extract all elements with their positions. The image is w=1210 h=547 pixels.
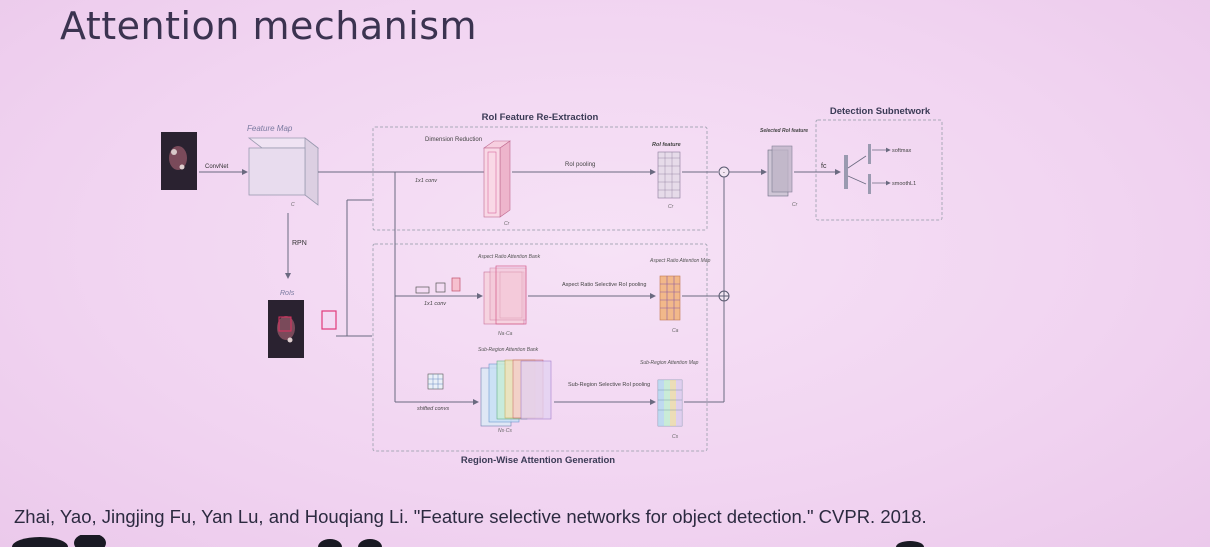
aspect-kernel-icons: [415, 277, 461, 294]
shifted-conv-label: shifted convs: [417, 406, 449, 412]
aspect-selective-label: Aspect Ratio Selective RoI pooling: [562, 282, 646, 288]
roi-pooling-label: RoI pooling: [565, 162, 595, 168]
subregion-map-label: Sub-Region Attention Map: [640, 360, 699, 366]
rois-label: RoIs: [280, 290, 295, 297]
roi-feature-label: RoI feature: [652, 142, 681, 148]
dim-reduction-block: [483, 140, 511, 218]
subregion-bank-block: [480, 359, 552, 427]
feature-map-label: Feature Map: [247, 124, 293, 133]
conv1x1-top-label: 1x1 conv: [415, 178, 438, 184]
shifted-conv-icon: [427, 373, 444, 390]
roi-box-icon: [321, 310, 337, 330]
fc-label: fc: [821, 163, 827, 170]
subregion-cs-label: Cs: [672, 434, 679, 440]
aspect-map-label: Aspect Ratio Attention Map: [649, 258, 711, 264]
aspect-ca-label: Ca: [672, 328, 679, 334]
detection-subnetwork-box: [815, 119, 943, 221]
roi-re-extraction-box: [372, 126, 708, 231]
softmax-label: softmax: [892, 148, 912, 154]
detection-title: Detection Subnetwork: [830, 106, 931, 117]
roi-feature-c-label: Cr: [668, 204, 674, 210]
aspect-bank-label: Aspect Ratio Attention Bank: [477, 254, 541, 260]
subregion-nscs-label: Ns·Cs: [498, 428, 512, 434]
convnet-label: ConvNet: [205, 164, 229, 170]
rpn-label: RPN: [292, 240, 307, 247]
selected-c-label: Cr: [792, 202, 798, 208]
input-image: [161, 132, 197, 190]
selected-roi-feature-block: [767, 145, 793, 197]
top-section-title: RoI Feature Re-Extraction: [482, 112, 599, 123]
detection-fc-blocks: [844, 144, 871, 194]
feature-map-c-label: C: [291, 202, 295, 208]
subregion-bank-label: Sub-Region Attention Bank: [478, 347, 539, 353]
subregion-map-block: [657, 379, 683, 427]
slide-title: Attention mechanism: [60, 4, 478, 48]
aspect-map-block: [659, 275, 681, 321]
attention-generation-box: [372, 243, 708, 452]
audience-silhouettes: [12, 535, 924, 547]
feature-map-cube: [247, 137, 320, 206]
aspect-conv-label: 1x1 conv: [424, 301, 447, 307]
dim-c-label: Cr: [504, 221, 510, 227]
citation-text: Zhai, Yao, Jingjing Fu, Yan Lu, and Houq…: [14, 506, 927, 527]
bottom-section-title: Region-Wise Attention Generation: [461, 455, 615, 466]
aspect-naca-label: Na·Ca: [498, 331, 513, 337]
smoothl1-label: smoothL1: [892, 181, 916, 187]
roi-feature-block: [657, 151, 681, 199]
selected-roi-feature-label: Selected RoI feature: [760, 128, 808, 134]
subregion-selective-label: Sub-Region Selective RoI pooling: [568, 382, 650, 388]
rois-image: [268, 300, 304, 358]
aspect-bank-block: [483, 265, 527, 325]
dim-reduction-label: Dimension Reduction: [425, 137, 482, 143]
product-node-top-symbol: ·: [723, 168, 726, 177]
